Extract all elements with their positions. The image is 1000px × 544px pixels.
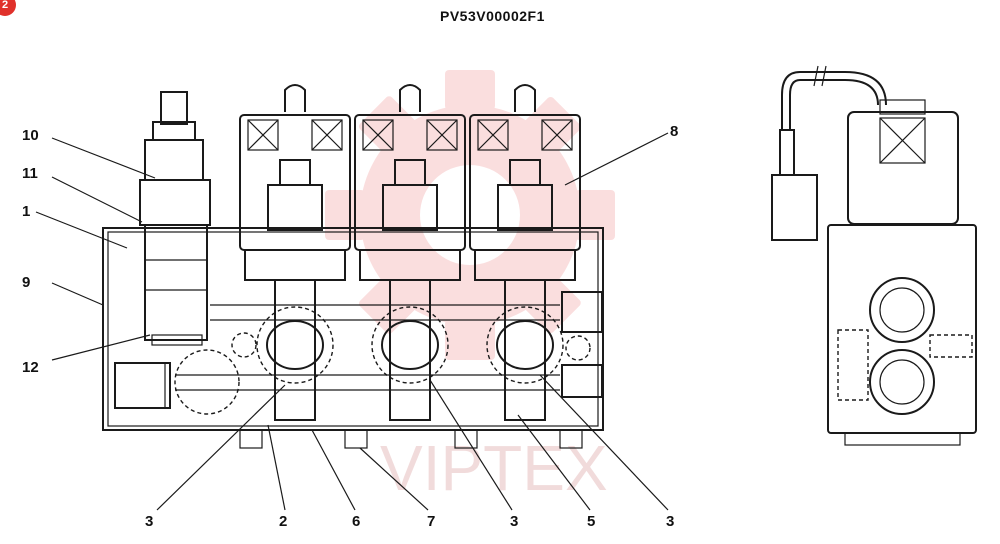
- relief-valve-cartridge: [139, 91, 211, 346]
- part-code-title: PV53V00002F1: [440, 8, 545, 24]
- solenoid-valve-left: [239, 84, 351, 421]
- solenoid-valve-middle: [354, 84, 466, 421]
- callout-12: 12: [22, 359, 39, 376]
- watermark-text: VIPTEX: [380, 432, 608, 504]
- callout-2: 2: [279, 513, 288, 530]
- callout-9: 9: [22, 274, 31, 291]
- callout-1: 1: [22, 203, 31, 220]
- valve-manifold-body: [102, 227, 604, 449]
- callout-10: 10: [22, 127, 39, 144]
- callout-8: 8: [670, 123, 679, 140]
- solenoid-valve-right: [469, 84, 581, 421]
- callout-6: 6: [352, 513, 361, 530]
- corner-badge-number: 2: [2, 0, 9, 11]
- corner-badge: 2: [0, 0, 16, 16]
- valve-side-view: [771, 65, 977, 446]
- callout-3-left: 3: [145, 513, 154, 530]
- leader-lines: [35, 132, 669, 511]
- callout-11: 11: [22, 165, 38, 182]
- callout-7: 7: [427, 513, 436, 530]
- callout-3-right: 3: [666, 513, 675, 530]
- callout-5: 5: [587, 513, 596, 530]
- callout-3-middle: 3: [510, 513, 519, 530]
